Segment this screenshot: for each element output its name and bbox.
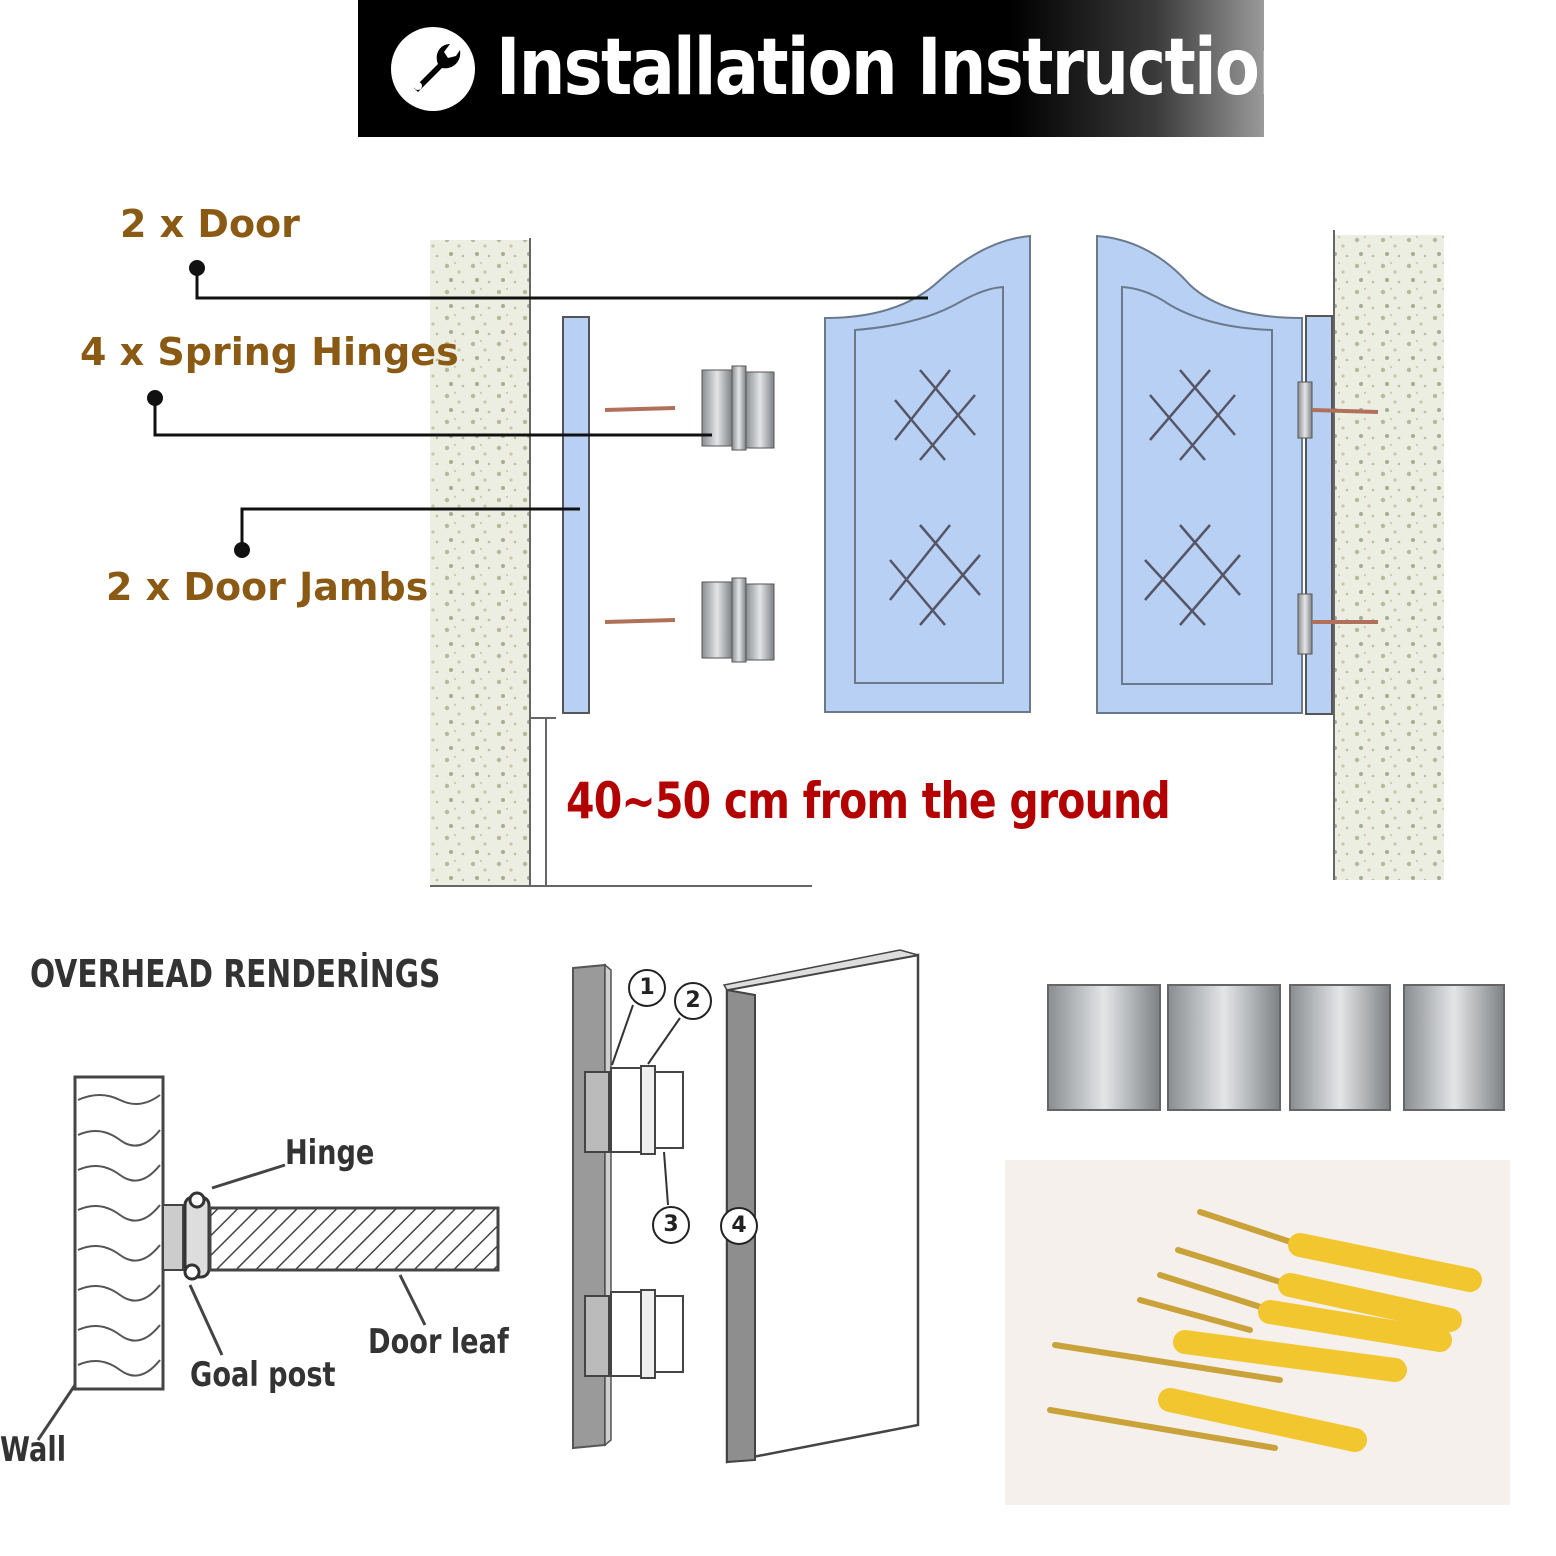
marker-1: 1 [628,969,666,1007]
goal-post-label: Goal post [190,1355,336,1395]
hinges-label: 4 x Spring Hinges [80,330,459,374]
assembly-view [572,949,920,1464]
hinges-product-photo [1047,984,1505,1111]
right-door [1096,234,1303,714]
ground-height-note: 40~50 cm from the ground [566,772,1171,830]
left-wall [430,240,530,885]
wall-label: Wall [0,1430,67,1470]
door-label: 2 x Door [120,202,300,246]
right-hinges [1297,381,1379,655]
left-door [824,234,1031,713]
right-wall [1334,235,1444,880]
overhead-rendering [36,1075,500,1441]
leader-lines [153,268,928,550]
hinge-label: Hinge [285,1133,375,1173]
screws-anchors-photo [1005,1160,1510,1505]
door-leaf-label: Door leaf [368,1322,509,1362]
jambs-label: 2 x Door Jambs [106,565,429,609]
marker-3: 3 [652,1206,690,1244]
page-title: Installation Instruction [496,23,1305,113]
left-screws [604,406,676,624]
left-hinge-top [701,365,775,451]
marker-4: 4 [720,1207,758,1245]
left-hinge-bottom [701,577,775,663]
header-banner: Installation Instruction [358,0,1305,137]
left-door-jamb [562,316,590,714]
overhead-title: OVERHEAD RENDERİNGS [30,952,441,996]
marker-2: 2 [674,982,712,1020]
wrench-icon [391,27,475,111]
